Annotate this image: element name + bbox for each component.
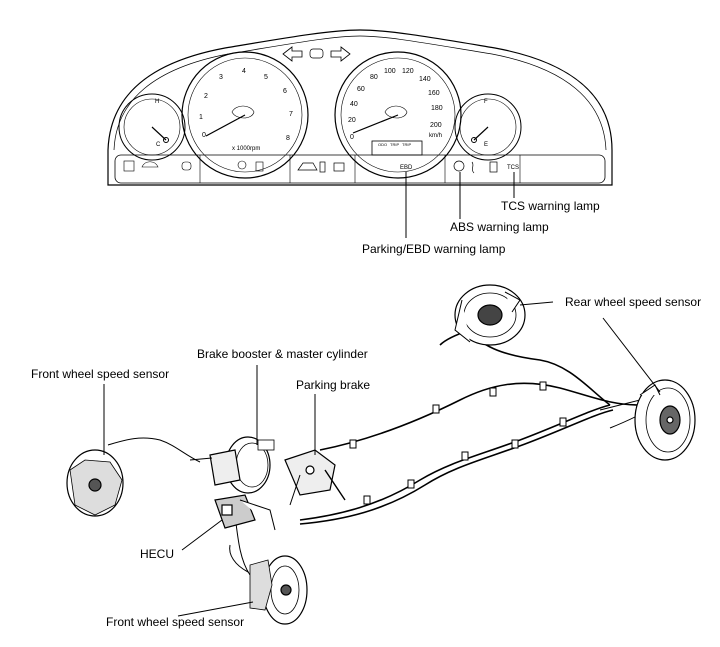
tach-unit: x 1000rpm [232, 146, 260, 152]
brake-booster-master-cylinder [189, 436, 275, 494]
odometer-label: ODO [378, 142, 387, 147]
ebd-lamp-text: EBD [400, 165, 413, 171]
tach-tick: 8 [286, 135, 290, 142]
speed-tick: 200 [430, 122, 442, 129]
tach-tick: 4 [242, 68, 246, 75]
tcs-lamp-text: TCS [507, 165, 519, 171]
left-turn-arrow-icon [282, 46, 303, 62]
temp-hot-label: H [155, 99, 159, 105]
abs-warning-lamp-label: ABS warning lamp [450, 220, 549, 234]
rear-wheel-speed-sensor-label: Rear wheel speed sensor [565, 295, 702, 309]
system-leader-lines [103, 301, 661, 617]
speed-tick: 160 [428, 90, 440, 97]
rear-brake-assembly-upper [454, 284, 526, 346]
fuel-full-label: F [484, 99, 488, 105]
tach-tick: 0 [202, 132, 206, 139]
speed-tick: 180 [431, 105, 443, 112]
rear-wheel-disc [634, 379, 696, 461]
cluster-leader-lines [405, 172, 515, 238]
tach-tick: 3 [219, 74, 223, 81]
speed-tick: 0 [350, 134, 354, 141]
tach-tick: 1 [199, 114, 203, 121]
right-turn-arrow-icon [330, 46, 351, 62]
speed-tick: 80 [370, 74, 378, 81]
speed-tick: 100 [384, 68, 396, 75]
front-bottom-wheel-assembly [249, 555, 308, 625]
temp-cold-label: C [156, 142, 161, 148]
front-left-wheel-assembly [66, 449, 124, 517]
speed-tick: 140 [419, 76, 431, 83]
brake-lines [107, 329, 666, 576]
parking-brake-label: Parking brake [296, 378, 371, 392]
tach-tick: 6 [283, 88, 287, 95]
headlamp-icon [309, 48, 324, 59]
hecu-unit [214, 494, 276, 531]
odometer-display [371, 140, 423, 156]
cluster-text: 0 1 2 3 4 5 6 7 8 x 1000rpm 0 20 40 60 8… [155, 68, 519, 171]
tach-tick: 7 [289, 111, 293, 118]
odometer-label: TRIP [402, 142, 411, 147]
speed-tick: 40 [350, 101, 358, 108]
front-wheel-speed-sensor-label-bottom: Front wheel speed sensor [106, 615, 245, 629]
fuel-empty-label: E [484, 142, 488, 148]
tcs-warning-lamp-label: TCS warning lamp [501, 199, 600, 213]
front-wheel-speed-sensor-label-left: Front wheel speed sensor [31, 367, 170, 381]
speed-tick: 120 [402, 68, 414, 75]
speed-unit: km/h [429, 133, 442, 139]
speed-tick: 20 [348, 117, 356, 124]
abs-warning-icon [453, 160, 465, 172]
parking-brake [284, 449, 346, 506]
tach-tick: 2 [204, 93, 208, 100]
parking-ebd-warning-lamp-label: Parking/EBD warning lamp [362, 242, 506, 256]
line-clips [349, 381, 567, 505]
hecu-label: HECU [140, 547, 175, 561]
speed-tick: 60 [357, 86, 365, 93]
tach-tick: 5 [264, 74, 268, 81]
brake-booster-label: Brake booster & master cylinder [197, 347, 368, 361]
instrument-cluster [107, 29, 613, 186]
odometer-label: TRIP [390, 142, 399, 147]
